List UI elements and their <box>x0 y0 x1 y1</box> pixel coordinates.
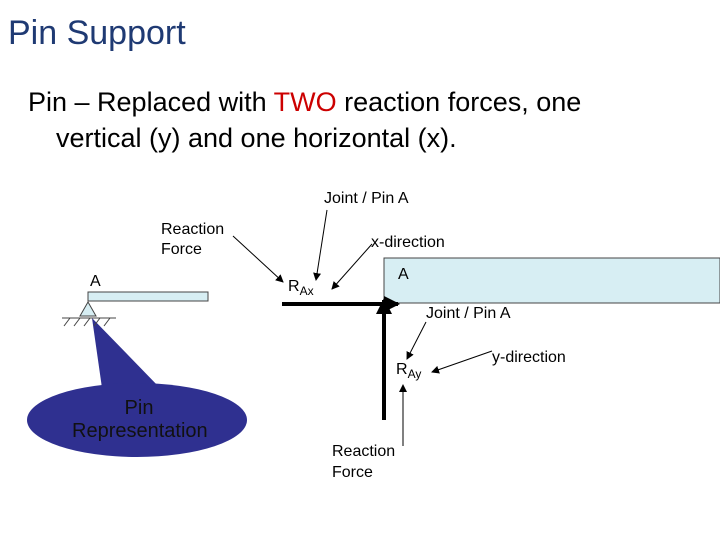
bullet-line2: vertical (y) and one horizontal (x). <box>56 123 457 153</box>
y-direction-leader <box>431 350 493 374</box>
pin-rep-line2: Representation <box>72 420 208 442</box>
reaction-force-label-bottom: Reaction Force <box>332 441 395 483</box>
y-direction-label: y-direction <box>492 349 566 366</box>
joint-label-right: Joint / Pin A <box>426 305 511 322</box>
ray-main: R <box>396 361 408 378</box>
reaction-force-top-line2: Force <box>161 241 202 258</box>
ray-label: RAy <box>396 361 421 381</box>
rax-label: RAx <box>288 278 314 298</box>
ray-subscript: Ay <box>407 367 422 381</box>
main-beam <box>383 257 720 304</box>
reaction-force-top-line1: Reaction <box>161 221 225 238</box>
joint-leader-right <box>406 321 427 360</box>
joint-leader-top <box>313 209 328 281</box>
pin-rep-line1: Pin <box>124 397 154 419</box>
pin-representation-ellipse <box>27 383 247 457</box>
reaction-force-label-top: Reaction Force <box>161 220 224 260</box>
pin-representation-label: Pin Representation <box>72 397 208 443</box>
joint-label-top: Joint / Pin A <box>324 190 409 207</box>
bullet-part1: Pin – Replaced with <box>28 87 274 117</box>
bullet-part2: reaction forces, one <box>336 87 582 117</box>
rax-subscript: Ax <box>299 284 314 298</box>
reaction-force-bottom-line1: Reaction <box>332 443 396 460</box>
rax-main: R <box>288 278 300 295</box>
reaction-force-leader-top <box>232 235 284 283</box>
pin-triangle <box>79 300 97 317</box>
reaction-force-bottom-line2: Force <box>332 464 373 481</box>
bullet-text: Pin – Replaced with TWO reaction forces,… <box>28 84 708 156</box>
left-beam <box>87 291 209 302</box>
x-direction-label: x-direction <box>371 234 445 251</box>
bullet-highlight: TWO <box>273 87 337 117</box>
a-beam-label: A <box>398 266 409 283</box>
ground-hatching <box>62 317 116 327</box>
a-left-label: A <box>90 273 101 290</box>
x-direction-leader <box>331 243 373 290</box>
pin-callout <box>92 318 160 402</box>
slide-title: Pin Support <box>8 14 186 52</box>
